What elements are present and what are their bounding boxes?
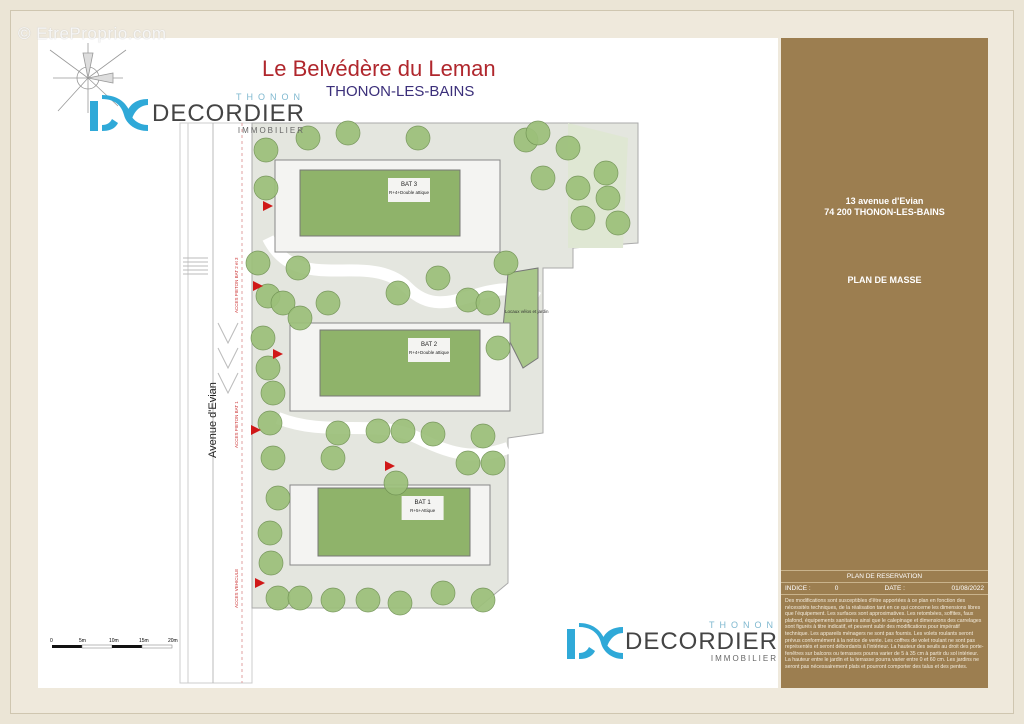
access-label-bat1: ACCES PIETON BAT 1: [234, 401, 239, 448]
tree-icon: [565, 175, 591, 201]
tree-icon: [455, 450, 481, 476]
tree-icon: [245, 250, 271, 276]
tree-icon: [295, 125, 321, 151]
tree-icon: [593, 160, 619, 186]
tree-icon: [530, 165, 556, 191]
tree-icon: [265, 585, 291, 611]
tree-icon: [493, 250, 519, 276]
tree-icon: [383, 470, 409, 496]
tree-icon: [355, 587, 381, 613]
tree-icon: [605, 210, 631, 236]
tree-icon: [425, 265, 451, 291]
tree-icon: [257, 410, 283, 436]
tree-icon: [255, 355, 281, 381]
building-levels: R+4+Double attique: [389, 190, 430, 195]
access-marker-icon: [263, 201, 273, 211]
bike-storage: [502, 267, 539, 369]
tree-icon: [385, 280, 411, 306]
tree-icon: [287, 305, 313, 331]
building-name: BAT 1: [415, 500, 432, 506]
scale-bar: 0 5m 10m 15m 20m: [50, 638, 178, 649]
project-title: Le Belvédère du Leman: [262, 56, 496, 81]
tree-icon: [555, 135, 581, 161]
tree-icon: [285, 255, 311, 281]
building-3: BAT 3 R+4+Double attique: [274, 159, 501, 253]
tree-icon: [270, 290, 296, 316]
svg-text:10m: 10m: [109, 638, 119, 644]
svg-text:0: 0: [50, 638, 53, 644]
tree-icon: [265, 485, 291, 511]
tree-icon: [480, 450, 506, 476]
tree-icon: [335, 120, 361, 146]
tree-icon: [485, 335, 511, 361]
tree-icon: [253, 175, 279, 201]
building-name: BAT 2: [421, 342, 438, 348]
access-label-vehicle: ACCES VEHICULE: [234, 569, 239, 608]
disclaimer: Des modifications sont susceptibles d'êt…: [785, 598, 984, 670]
decordier-logo-icon: [90, 94, 148, 131]
tree-icon: [287, 585, 313, 611]
tree-icon: [365, 418, 391, 444]
access-marker-icon: [385, 461, 395, 471]
watermark: © EtreProprio.com: [18, 24, 167, 43]
tree-icon: [257, 520, 283, 546]
tree-icon: [315, 290, 341, 316]
tree-icon: [430, 580, 456, 606]
tree-icon: [320, 445, 346, 471]
tree-icon: [260, 445, 286, 471]
plan-sheet: Avenue d'Evian Locaux vélos et jardin BA…: [38, 38, 778, 688]
building-name: BAT 3: [401, 182, 418, 188]
site-plan: Avenue d'Evian Locaux vélos et jardin BA…: [49, 43, 639, 684]
building-2: BAT 2 R+4+Double attique: [289, 322, 511, 412]
svg-text:20m: 20m: [168, 638, 178, 644]
access-marker-icon: [253, 281, 263, 291]
tree-icon: [387, 590, 413, 616]
access-marker-icon: [255, 578, 265, 588]
tree-icon: [258, 550, 284, 576]
tree-icon: [390, 418, 416, 444]
access-label-bat23: ACCES PIETON BAT 2 et 3: [234, 257, 239, 313]
tree-icon: [250, 325, 276, 351]
tree-icon: [325, 420, 351, 446]
svg-text:15m: 15m: [139, 638, 149, 644]
tree-icon: [253, 137, 279, 163]
svg-text:5m: 5m: [79, 638, 86, 644]
tree-icon: [595, 185, 621, 211]
tree-icon: [405, 125, 431, 151]
tree-icon: [570, 205, 596, 231]
tree-icon: [420, 421, 446, 447]
project-city: THONON-LES-BAINS: [326, 83, 475, 100]
street-label: Avenue d'Evian: [207, 382, 219, 458]
tree-icon: [475, 290, 501, 316]
decordier-logo-icon: [567, 622, 623, 659]
tree-icon: [525, 120, 551, 146]
bike-storage-label: Locaux vélos et jardin: [505, 309, 549, 314]
compass-rose-icon: [49, 43, 127, 113]
plan-type: PLAN DE MASSE: [847, 275, 922, 285]
tree-icon: [260, 380, 286, 406]
tree-icon: [470, 423, 496, 449]
access-marker-icon: [251, 425, 261, 435]
building-levels: R+4+Double attique: [409, 350, 450, 355]
street: [179, 122, 253, 684]
tree-icon: [320, 587, 346, 613]
access-marker-icon: [273, 349, 283, 359]
building-1: BAT 1 R+5+Attique: [289, 484, 491, 566]
tree-icon: [470, 587, 496, 613]
building-levels: R+5+Attique: [410, 508, 436, 513]
